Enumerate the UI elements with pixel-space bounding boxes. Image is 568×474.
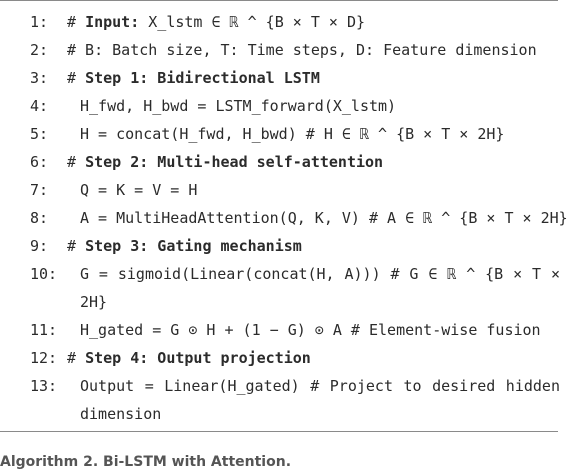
line-number: 2: [30, 41, 49, 59]
code-text: Output = Linear(H_gated) # Project to de… [80, 377, 560, 423]
bold-heading: Input: [85, 13, 140, 31]
line-number: 6: [30, 153, 49, 171]
line-number: 13: [30, 377, 58, 395]
bold-heading: Step 2: Multi-head self-attention [85, 153, 384, 171]
line-number: 10: [30, 265, 58, 283]
algorithm-line-4: 4: H_fwd, H_bwd = LSTM_forward(X_lstm) [0, 92, 558, 120]
line-number: 7: [30, 181, 49, 199]
line-number: 12: [30, 349, 58, 367]
line-number: 4: [30, 97, 49, 115]
comment-prefix: # [67, 237, 86, 255]
algorithm-line-8: 8: A = MultiHeadAttention(Q, K, V) # A ∈… [0, 204, 568, 232]
algorithm-line-13: 13: Output = Linear(H_gated) # Project t… [0, 372, 560, 428]
algorithm-line-10: 10: G = sigmoid(Linear(concat(H, A))) # … [0, 260, 560, 316]
line-number: 1: [30, 13, 49, 31]
code-text: # Step 1: Bidirectional LSTM [67, 64, 320, 92]
code-text: # Step 2: Multi-head self-attention [67, 148, 383, 176]
algorithm-line-3: 3: # Step 1: Bidirectional LSTM [0, 64, 558, 92]
algorithm-line-7: 7: Q = K = V = H [0, 176, 558, 204]
algorithm-line-9: 9: # Step 3: Gating mechanism [0, 232, 558, 260]
code-rest: X_lstm ∈ ℝ ^ {B × T × D} [139, 13, 366, 31]
algorithm-line-1: 1: # Input: X_lstm ∈ ℝ ^ {B × T × D} [0, 8, 558, 36]
code-text: # Step 3: Gating mechanism [67, 232, 302, 260]
bold-heading: Step 4: Output projection [85, 349, 311, 367]
algorithm-line-6: 6: # Step 2: Multi-head self-attention [0, 148, 558, 176]
code-text: A = MultiHeadAttention(Q, K, V) # A ∈ ℝ … [80, 209, 568, 227]
comment-prefix: # [67, 349, 86, 367]
code-text: H_gated = G ⊙ H + (1 − G) ⊙ A # Element-… [80, 321, 541, 339]
algorithm-line-12: 12: # Step 4: Output projection [0, 344, 558, 372]
code-text: # Step 4: Output projection [67, 344, 311, 372]
algorithm-line-11: 11: H_gated = G ⊙ H + (1 − G) ⊙ A # Elem… [0, 316, 558, 344]
code-text: Q = K = V = H [80, 181, 198, 199]
bold-heading: Step 3: Gating mechanism [85, 237, 302, 255]
line-number: 11: [30, 321, 58, 339]
line-number: 8: [30, 209, 49, 227]
comment-prefix: # [67, 69, 86, 87]
code-text: H_fwd, H_bwd = LSTM_forward(X_lstm) [80, 97, 397, 115]
code-text: G = sigmoid(Linear(concat(H, A))) # G ∈ … [80, 265, 560, 311]
algorithm-box: 1: # Input: X_lstm ∈ ℝ ^ {B × T × D} 2: … [0, 0, 568, 432]
comment-prefix: # [67, 13, 86, 31]
algorithm-caption: Algorithm 2. Bi-LSTM with Attention. [0, 454, 292, 470]
line-number: 5: [30, 125, 49, 143]
code-text: # Input: X_lstm ∈ ℝ ^ {B × T × D} [67, 8, 365, 36]
line-number: 3: [30, 69, 49, 87]
algorithm-line-5: 5: H = concat(H_fwd, H_bwd) # H ∈ ℝ ^ {B… [0, 120, 558, 148]
code-text: # B: Batch size, T: Time steps, D: Featu… [67, 41, 537, 59]
comment-prefix: # [67, 153, 86, 171]
code-text: H = concat(H_fwd, H_bwd) # H ∈ ℝ ^ {B × … [80, 125, 505, 143]
bold-heading: Step 1: Bidirectional LSTM [85, 69, 320, 87]
algorithm-line-2: 2: # B: Batch size, T: Time steps, D: Fe… [0, 36, 558, 64]
line-number: 9: [30, 237, 49, 255]
